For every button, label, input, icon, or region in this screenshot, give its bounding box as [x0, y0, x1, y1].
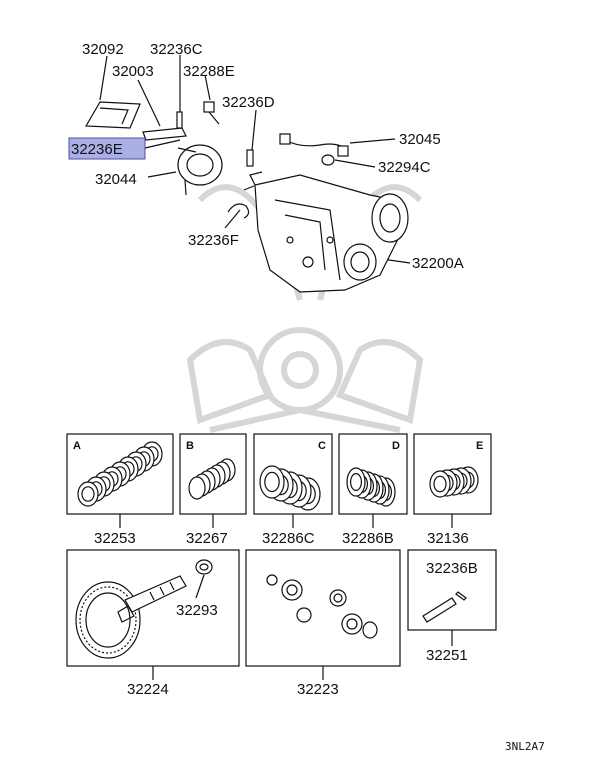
box-diff-gears — [245, 549, 401, 667]
label-32286B: 32286B — [342, 530, 394, 547]
shims-a — [77, 441, 163, 507]
pinion-shaft — [422, 597, 457, 623]
part-32045-harness — [279, 133, 349, 157]
shim-ring-inner — [81, 486, 95, 502]
label-32236B: 32236B — [426, 560, 478, 577]
ring-gear — [75, 581, 141, 659]
label-32293: 32293 — [176, 602, 218, 619]
box-c-letter: C — [318, 440, 326, 452]
part-32200A-housing — [243, 171, 409, 293]
label-32224: 32224 — [127, 681, 169, 698]
shim-ring — [188, 476, 206, 500]
shims-e — [429, 466, 479, 498]
box-b-letter: B — [186, 440, 194, 452]
box-e-letter: E — [476, 440, 483, 452]
label-32136: 32136 — [427, 530, 469, 547]
label-32236C: 32236C — [150, 41, 203, 58]
shim-ring — [259, 465, 285, 499]
part-32293-nut — [195, 559, 213, 575]
shim-ring — [346, 467, 366, 497]
part-32003-plate — [142, 127, 187, 141]
leader-lines-top — [99, 55, 411, 264]
label-32294C: 32294C — [378, 159, 431, 176]
box-a: A — [66, 433, 174, 515]
label-32288E: 32288E — [183, 63, 235, 80]
part-32288E-bolt — [203, 101, 220, 125]
box-a-letter: A — [73, 440, 81, 452]
part-32044-cover — [177, 144, 223, 196]
part-32294C-oring — [321, 154, 335, 166]
shims-d — [346, 467, 396, 507]
shim-ring — [77, 481, 99, 507]
label-32286C: 32286C — [262, 530, 315, 547]
label-32045: 32045 — [399, 131, 441, 148]
shim-ring-inner — [350, 473, 363, 492]
box-e: E — [413, 433, 492, 515]
box-d-letter: D — [392, 440, 400, 452]
shim-ring-inner — [264, 471, 280, 493]
highlight-box — [68, 137, 146, 160]
part-32236D-pin — [246, 149, 254, 167]
box-pin-shaft: 32236B — [407, 549, 497, 631]
box-b: B — [179, 433, 247, 515]
diff-gear-set — [266, 574, 378, 639]
pinion-gear — [117, 575, 187, 623]
label-32253: 32253 — [94, 530, 136, 547]
part-32236C-pin — [176, 111, 183, 129]
lock-pin — [455, 591, 467, 601]
diagram-code: 3NL2A7 — [505, 740, 545, 753]
label-32003: 32003 — [112, 63, 154, 80]
label-32267: 32267 — [186, 530, 228, 547]
box-ring-pinion: 32293 — [66, 549, 240, 667]
part-32236F-clip — [227, 203, 250, 219]
part-32092-bracket — [84, 101, 141, 129]
shim-ring — [429, 470, 451, 498]
shim-ring-inner — [433, 475, 447, 493]
box-c: C — [253, 433, 333, 515]
label-32251: 32251 — [426, 647, 468, 664]
box-d: D — [338, 433, 408, 515]
label-32200A: 32200A — [412, 255, 464, 272]
label-32236D: 32236D — [222, 94, 275, 111]
label-32044: 32044 — [95, 171, 137, 188]
shims-b — [188, 458, 236, 500]
label-32092: 32092 — [82, 41, 124, 58]
label-32236F: 32236F — [188, 232, 239, 249]
shims-c — [259, 465, 321, 511]
label-32223: 32223 — [297, 681, 339, 698]
label-32236E[interactable]: 32236E — [71, 141, 123, 158]
